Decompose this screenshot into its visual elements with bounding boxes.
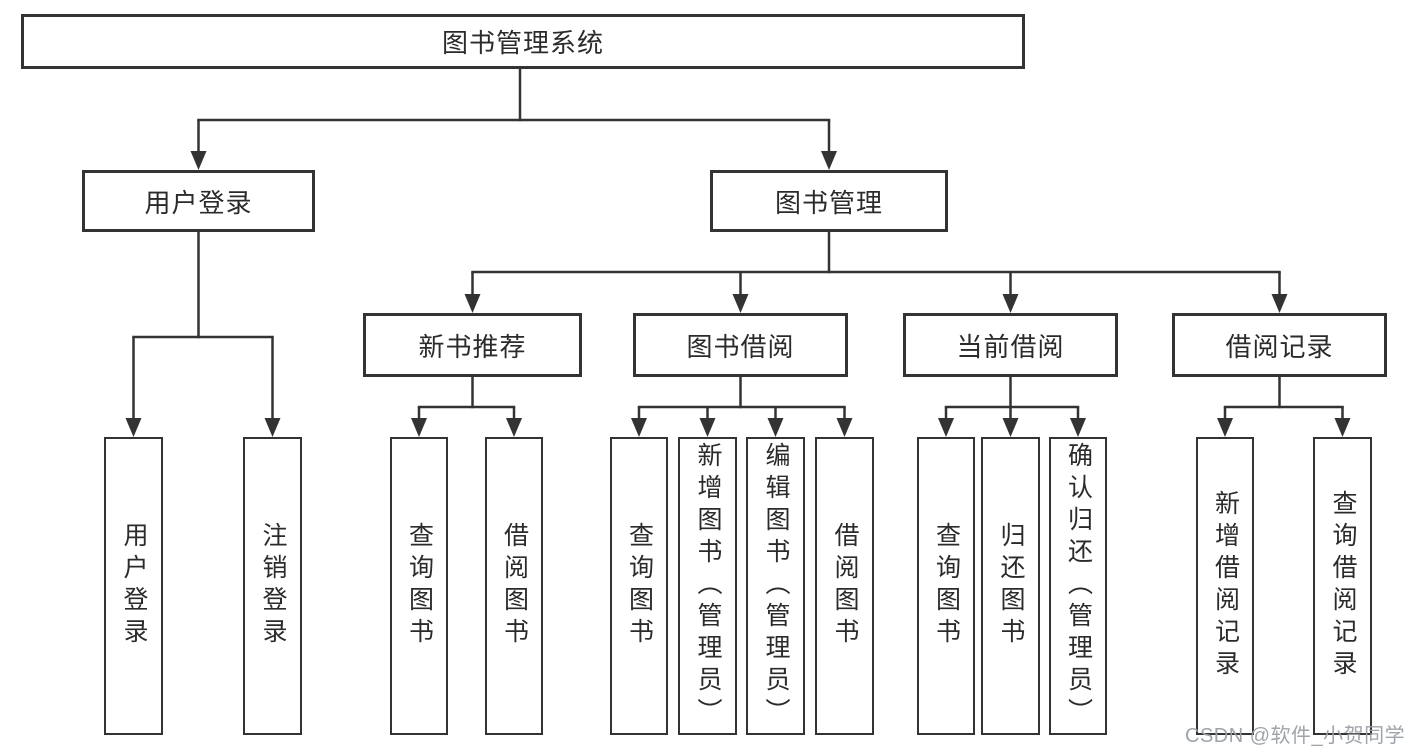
leaf-confirm-return-admin: 确认归还（管理员） — [1049, 437, 1107, 735]
node-borrow-records: 借阅记录 — [1172, 313, 1387, 377]
leaf-query-book-borrow: 查询图书 — [610, 437, 668, 735]
leaf-borrow-book-recommend: 借阅图书 — [485, 437, 543, 735]
csdn-watermark: CSDN @软件_小贺同学 — [1185, 725, 1405, 747]
leaf-query-book-recommend: 查询图书 — [390, 437, 448, 735]
leaf-user-login: 用户登录 — [104, 437, 163, 735]
node-book-borrow: 图书借阅 — [633, 313, 848, 377]
leaf-query-borrow-record: 查询借阅记录 — [1313, 437, 1372, 735]
leaf-query-book-current: 查询图书 — [917, 437, 975, 735]
leaf-logout: 注销登录 — [243, 437, 302, 735]
leaf-add-book-admin: 新增图书（管理员） — [678, 437, 737, 735]
node-root: 图书管理系统 — [21, 14, 1025, 69]
leaf-add-borrow-record: 新增借阅记录 — [1196, 437, 1254, 735]
leaf-borrow-book-borrow: 借阅图书 — [815, 437, 874, 735]
leaf-return-book: 归还图书 — [981, 437, 1040, 735]
leaf-edit-book-admin: 编辑图书（管理员） — [746, 437, 805, 735]
node-new-book-recommend: 新书推荐 — [363, 313, 582, 377]
node-book-management: 图书管理 — [710, 170, 948, 232]
node-current-borrow: 当前借阅 — [903, 313, 1118, 377]
node-user-login: 用户登录 — [82, 170, 315, 232]
